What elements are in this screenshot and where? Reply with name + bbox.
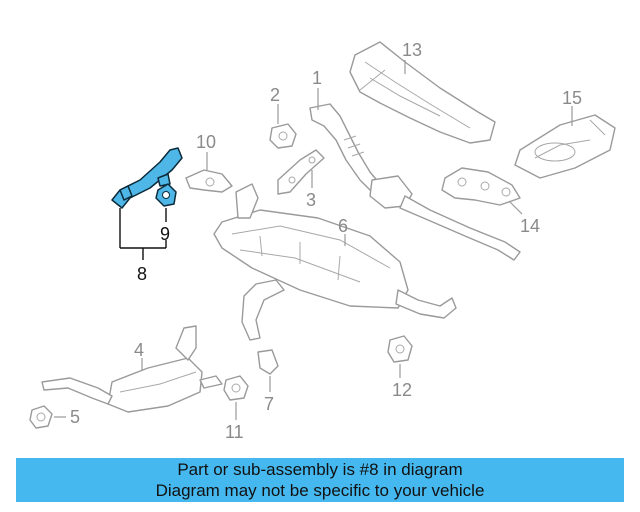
part-5-clamp [29,405,66,429]
part-4-center-muffler [41,325,223,413]
part-10-hanger-bracket [185,152,233,193]
callout-8: 8 [137,264,147,284]
part-6-rear-muffler [213,183,457,319]
callout-11: 11 [225,422,244,442]
callout-6: 6 [338,216,348,236]
callout-10: 10 [196,132,216,152]
banner-line-1: Part or sub-assembly is #8 in diagram [177,460,463,479]
part-15-heat-shield [514,106,616,179]
part-1-front-pipe [309,88,521,261]
banner-line-2: Diagram may not be specific to your vehi… [155,481,485,500]
part-3-bracket [277,149,325,195]
part-8-heat-shield-bracket [111,147,183,209]
part-7-clamp [241,279,285,392]
part-11-rubber-hanger [223,375,249,420]
info-banner: Part or sub-assembly is #8 in diagram Di… [16,458,624,502]
callout-14: 14 [520,216,540,236]
callout-8-leader [119,208,167,260]
part-12-rubber-hanger [387,335,413,378]
callout-9: 9 [160,224,170,244]
callout-15: 15 [562,88,582,108]
callout-2: 2 [270,85,280,105]
part-9-grommet [155,183,177,207]
callout-1: 1 [312,68,322,88]
part-14-manifold-bracket [441,167,523,215]
callout-3: 3 [306,190,316,210]
part-2-gasket [269,104,297,149]
exhaust-parts-diagram: 13 15 14 1 2 3 [29,40,616,442]
part-13-heat-shield [349,41,496,144]
callout-12: 12 [392,380,412,400]
callout-7: 7 [264,394,274,414]
callout-4: 4 [134,340,144,360]
callout-5: 5 [70,407,80,427]
callout-13: 13 [402,40,422,60]
